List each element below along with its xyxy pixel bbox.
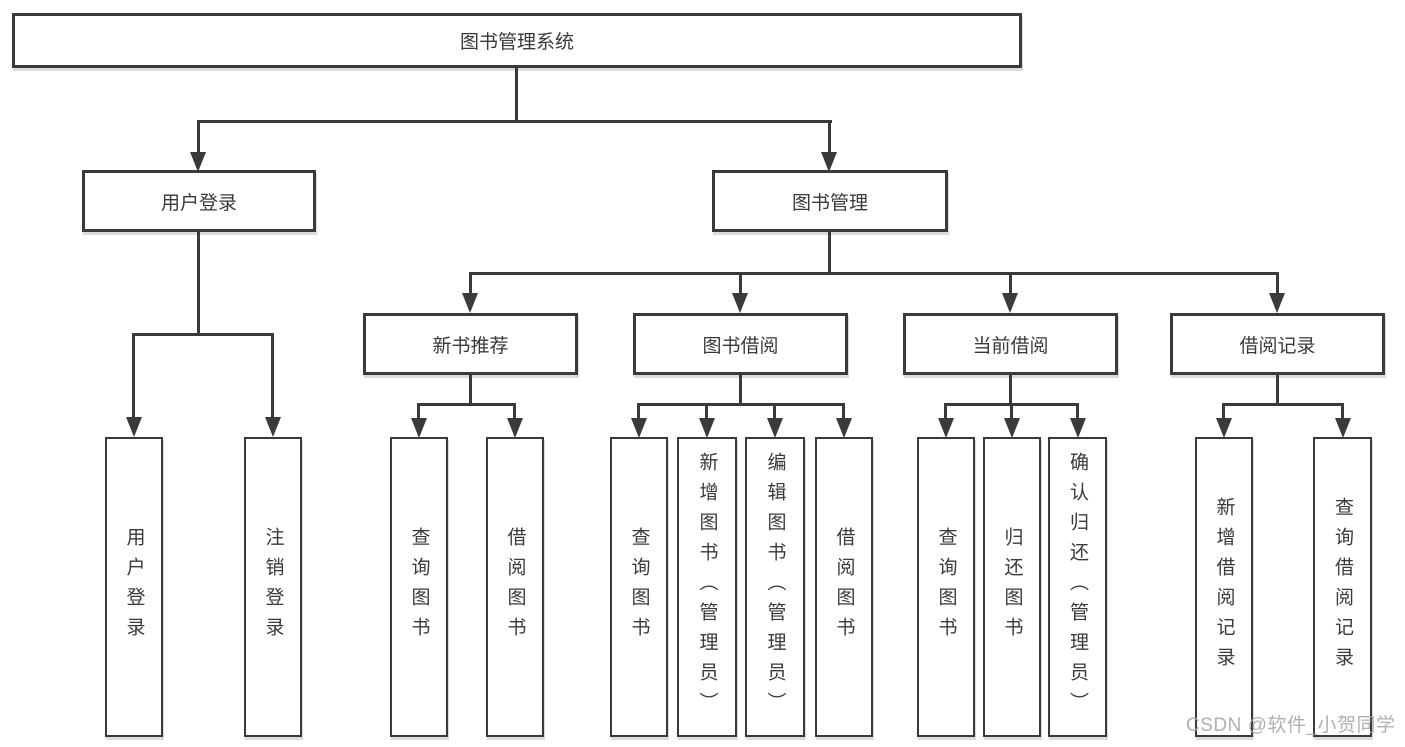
connector-line bbox=[1009, 272, 1012, 295]
leaf-add-books-admin: 新增图书（管理员） bbox=[677, 437, 737, 737]
connector-line bbox=[739, 272, 742, 295]
connector-line bbox=[197, 232, 200, 336]
arrow-down-icon bbox=[126, 417, 142, 437]
connector-line bbox=[944, 403, 947, 421]
connector-line bbox=[469, 272, 1279, 275]
connector-line bbox=[515, 68, 518, 121]
csdn-watermark: CSDN @软件_小贺同学 bbox=[1186, 715, 1396, 736]
leaf-borrow-books-label: 借阅图书 bbox=[833, 527, 855, 647]
connector-line bbox=[1222, 403, 1225, 421]
node-borrow-records: 借阅记录 bbox=[1170, 313, 1385, 375]
leaf-borrow-books: 借阅图书 bbox=[815, 437, 873, 737]
leaf-confirm-return-admin-label: 确认归还（管理员） bbox=[1067, 452, 1088, 722]
connector-line bbox=[417, 403, 420, 421]
leaf-edit-books-admin: 编辑图书（管理员） bbox=[745, 437, 805, 737]
arrow-down-icon bbox=[1335, 418, 1351, 438]
connector-line bbox=[1276, 272, 1279, 295]
leaf-add-books-admin-label: 新增图书（管理员） bbox=[696, 452, 718, 722]
leaf-add-borrow-record: 新增借阅记录 bbox=[1195, 437, 1253, 737]
connector-line bbox=[1276, 375, 1279, 406]
connector-line bbox=[197, 120, 832, 123]
leaf-logout: 注销登录 bbox=[244, 437, 302, 737]
leaf-current-query-books-label: 查询图书 bbox=[935, 527, 957, 647]
node-current-borrow-label: 当前借阅 bbox=[972, 335, 1049, 357]
node-book-borrow: 图书借阅 bbox=[633, 313, 848, 375]
arrow-down-icon bbox=[1269, 293, 1285, 313]
arrow-down-icon bbox=[411, 418, 427, 438]
leaf-edit-books-admin-label: 编辑图书（管理员） bbox=[764, 452, 786, 722]
connector-line bbox=[417, 403, 516, 406]
leaf-recommend-query-books-label: 查询图书 bbox=[408, 527, 430, 647]
connector-line bbox=[1076, 403, 1079, 421]
leaf-user-login-label: 用户登录 bbox=[123, 527, 145, 647]
connector-line bbox=[842, 403, 845, 421]
leaf-recommend-query-books: 查询图书 bbox=[390, 437, 448, 737]
arrow-down-icon bbox=[462, 293, 478, 313]
connector-line bbox=[271, 333, 274, 419]
arrow-down-icon bbox=[1070, 418, 1086, 438]
leaf-borrow-query-books-label: 查询图书 bbox=[628, 527, 650, 647]
leaf-confirm-return-admin: 确认归还（管理员） bbox=[1048, 437, 1107, 737]
connector-line bbox=[469, 375, 472, 406]
connector-line bbox=[1009, 375, 1012, 406]
connector-line bbox=[637, 403, 640, 421]
node-book-borrow-label: 图书借阅 bbox=[702, 335, 779, 357]
arrow-down-icon bbox=[732, 293, 748, 313]
connector-line bbox=[828, 232, 831, 275]
arrow-down-icon bbox=[1002, 293, 1018, 313]
leaf-logout-label: 注销登录 bbox=[262, 527, 284, 647]
connector-line bbox=[132, 333, 135, 419]
node-new-book-recommend-label: 新书推荐 bbox=[432, 335, 509, 357]
leaf-recommend-borrow-books: 借阅图书 bbox=[486, 437, 544, 737]
connector-line bbox=[1010, 403, 1013, 421]
node-user-login-label: 用户登录 bbox=[160, 192, 237, 214]
leaf-current-query-books: 查询图书 bbox=[917, 437, 975, 737]
leaf-query-borrow-record: 查询借阅记录 bbox=[1313, 437, 1372, 737]
arrow-down-icon bbox=[938, 418, 954, 438]
connector-line bbox=[1222, 403, 1343, 406]
leaf-borrow-query-books: 查询图书 bbox=[610, 437, 668, 737]
connector-line bbox=[513, 403, 516, 421]
node-user-login: 用户登录 bbox=[82, 170, 316, 232]
node-root: 图书管理系统 bbox=[12, 13, 1022, 68]
connector-line bbox=[739, 375, 742, 406]
connector-line bbox=[705, 403, 708, 421]
leaf-add-borrow-record-label: 新增借阅记录 bbox=[1213, 497, 1235, 677]
connector-line bbox=[773, 403, 776, 421]
leaf-recommend-borrow-books-label: 借阅图书 bbox=[504, 527, 526, 647]
connector-line bbox=[637, 403, 845, 406]
arrow-down-icon bbox=[1004, 418, 1020, 438]
node-book-management-label: 图书管理 bbox=[791, 192, 868, 214]
leaf-return-books: 归还图书 bbox=[983, 437, 1041, 737]
arrow-down-icon bbox=[190, 152, 206, 172]
connector-line bbox=[132, 333, 274, 336]
arrow-down-icon bbox=[507, 418, 523, 438]
node-borrow-records-label: 借阅记录 bbox=[1239, 335, 1316, 357]
arrow-down-icon bbox=[836, 418, 852, 438]
arrow-down-icon bbox=[821, 152, 837, 172]
node-root-label: 图书管理系统 bbox=[459, 32, 574, 53]
node-current-borrow: 当前借阅 bbox=[903, 313, 1118, 375]
arrow-down-icon bbox=[265, 417, 281, 437]
connector-line bbox=[828, 120, 831, 154]
arrow-down-icon bbox=[1216, 418, 1232, 438]
leaf-query-borrow-record-label: 查询借阅记录 bbox=[1332, 497, 1353, 677]
node-new-book-recommend: 新书推荐 bbox=[363, 313, 578, 375]
arrow-down-icon bbox=[631, 418, 647, 438]
leaf-return-books-label: 归还图书 bbox=[1001, 527, 1023, 647]
leaf-user-login: 用户登录 bbox=[105, 437, 163, 737]
node-book-management: 图书管理 bbox=[712, 170, 948, 232]
connector-line bbox=[1341, 403, 1344, 421]
connector-line bbox=[469, 272, 472, 295]
arrow-down-icon bbox=[767, 418, 783, 438]
connector-line bbox=[197, 120, 200, 154]
arrow-down-icon bbox=[699, 418, 715, 438]
